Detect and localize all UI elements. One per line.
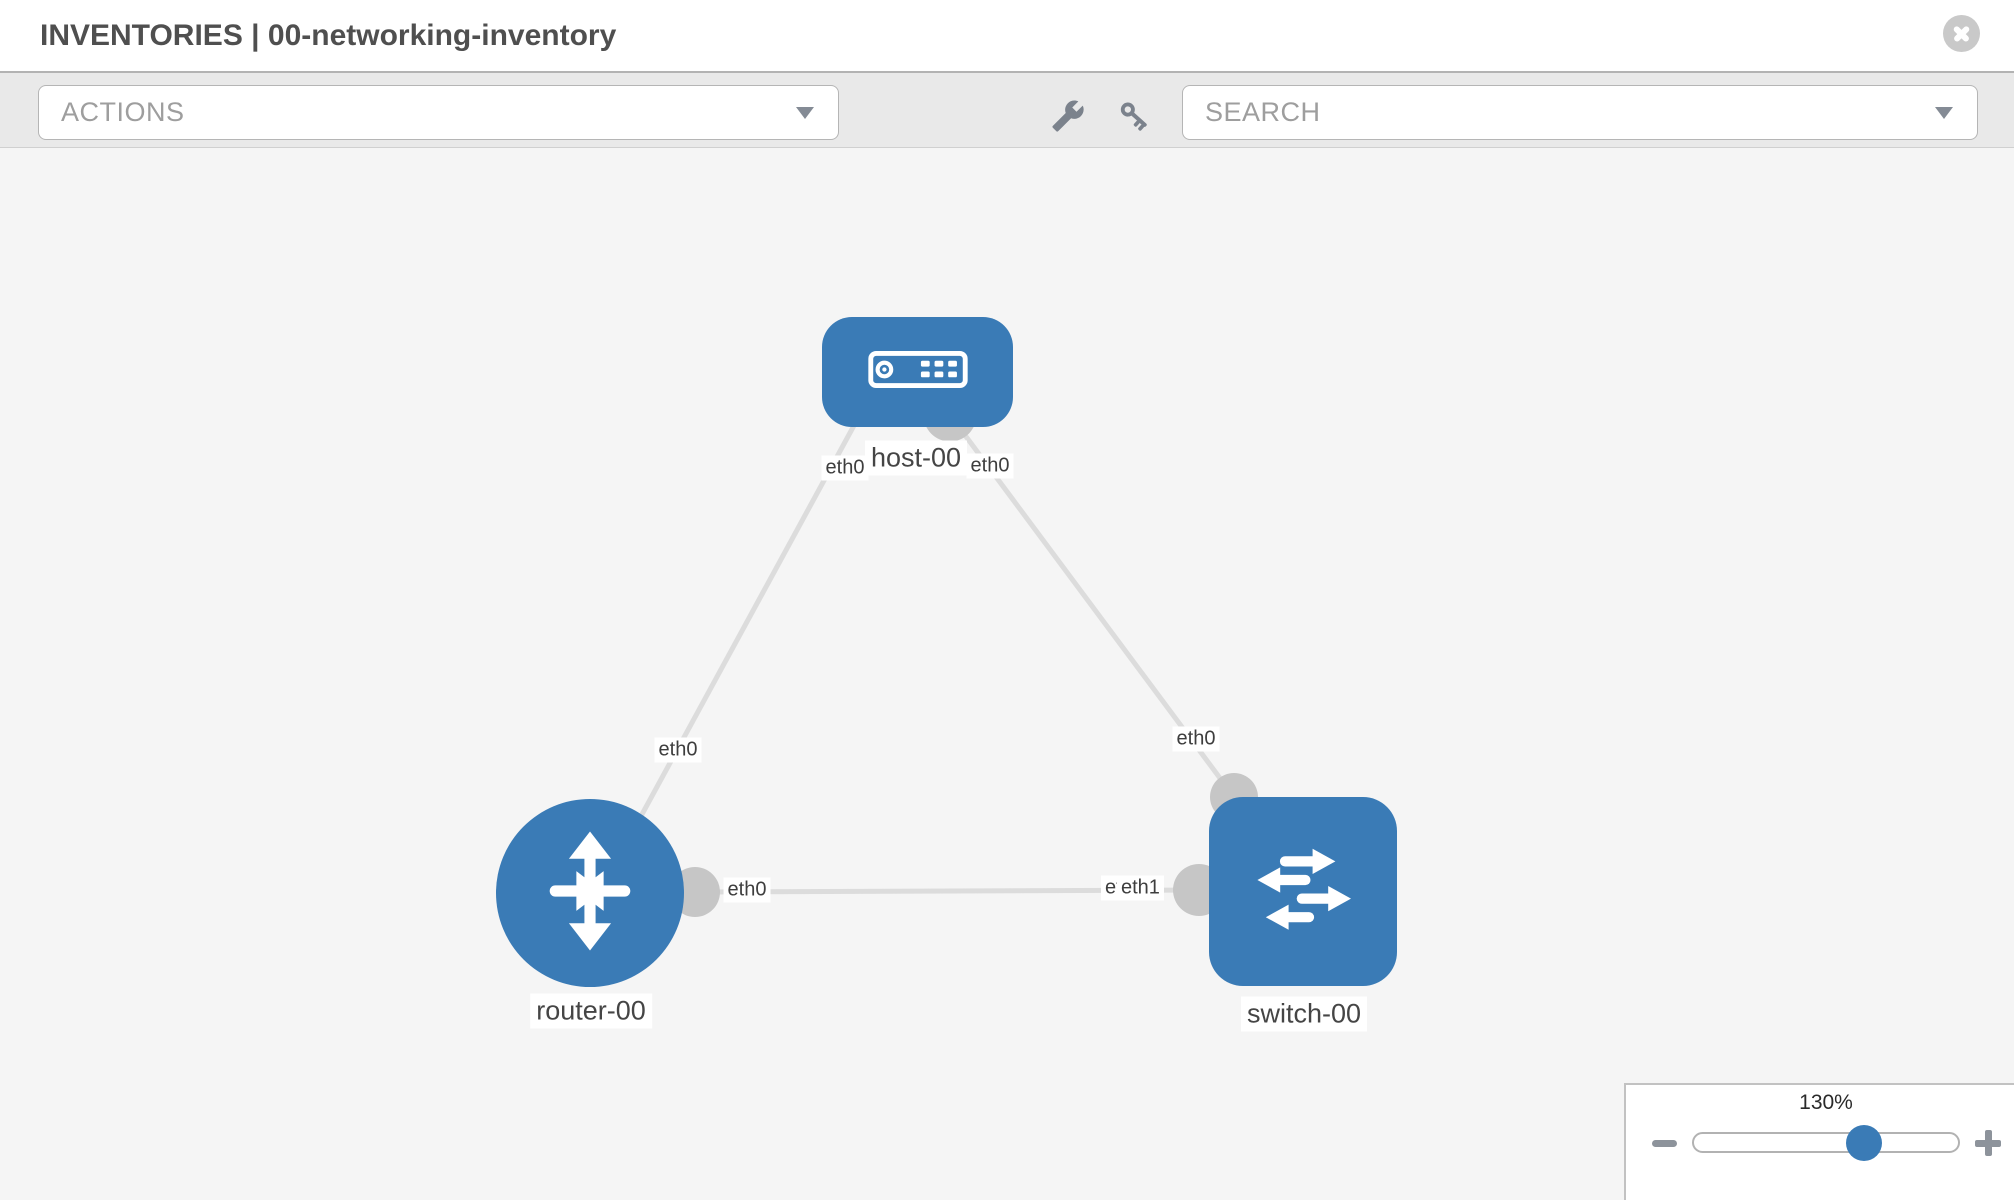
credentials-tool-button[interactable]: [1118, 99, 1152, 133]
zoom-out-button[interactable]: [1642, 1123, 1686, 1163]
key-icon: [1118, 102, 1152, 137]
interface-label-switch-eth1: eth1: [1117, 875, 1164, 901]
node-label-switch: switch-00: [1240, 996, 1368, 1032]
page-title: INVENTORIES | 00-networking-inventory: [40, 19, 617, 52]
topology-links-layer: [637, 388, 1258, 917]
node-switch-00[interactable]: [1209, 797, 1397, 986]
interface-label-host-eth0-right: eth0: [966, 453, 1014, 479]
zoom-control-panel: 130%: [1624, 1083, 2014, 1200]
search-dropdown[interactable]: SEARCH: [1182, 85, 1978, 140]
zoom-slider-handle[interactable]: [1846, 1125, 1882, 1161]
node-host-00[interactable]: [822, 317, 1013, 427]
topology-canvas[interactable]: host-00 router-00 switch-00 eth0 eth0 et…: [0, 148, 2014, 1200]
switch-icon: [1243, 829, 1363, 954]
header: INVENTORIES | 00-networking-inventory: [0, 0, 2014, 71]
minus-icon: [1651, 1139, 1677, 1147]
actions-dropdown[interactable]: ACTIONS: [38, 85, 839, 140]
interface-label-switch-eth0-uplink: eth0: [1172, 726, 1220, 752]
toolbar: ACTIONS: [0, 71, 2014, 148]
node-router-00[interactable]: [496, 799, 684, 987]
interface-label-host-eth0-left: eth0: [821, 455, 869, 481]
node-label-router: router-00: [530, 993, 652, 1029]
router-icon: [528, 829, 652, 958]
chevron-down-icon: [1935, 106, 1953, 119]
chevron-down-icon: [796, 106, 814, 119]
zoom-in-button[interactable]: [1966, 1123, 2010, 1163]
wrench-icon: [1051, 100, 1085, 137]
host-icon: [867, 351, 968, 393]
zoom-slider-track[interactable]: [1692, 1132, 1960, 1153]
interface-label-router-eth0: eth0: [723, 877, 771, 903]
configure-tool-button[interactable]: [1051, 99, 1085, 133]
interface-label-router-eth0-uplink: eth0: [654, 737, 702, 763]
node-label-host: host-00: [864, 440, 968, 476]
zoom-level-value: 130%: [1799, 1091, 1853, 1114]
search-dropdown-label: SEARCH: [1205, 97, 1321, 127]
plus-icon: [1975, 1130, 2001, 1156]
close-button[interactable]: [1943, 15, 1980, 52]
actions-dropdown-label: ACTIONS: [61, 97, 185, 127]
